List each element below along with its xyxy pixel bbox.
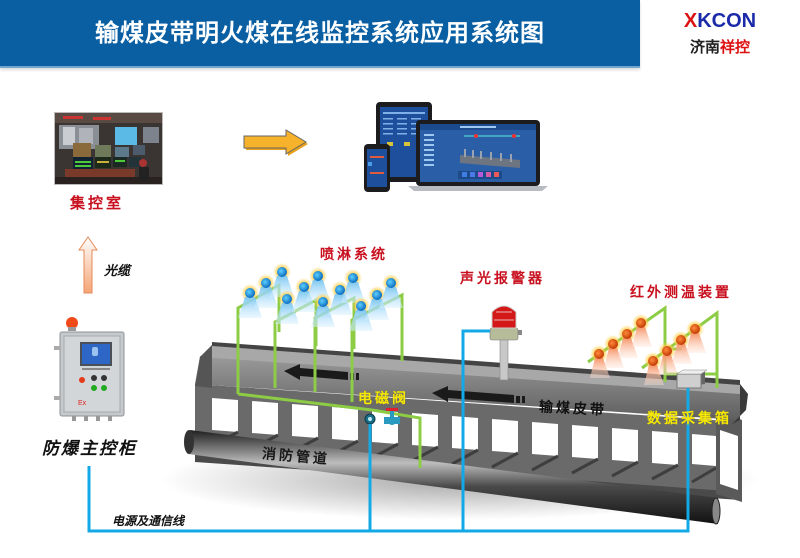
right-arrow-icon [243, 129, 308, 156]
logo-chinese: 济南祥控 [640, 36, 800, 57]
infrared-sensor [604, 335, 624, 368]
logo-cn-red: 祥控 [720, 38, 751, 56]
monitoring-devices-illustration [364, 102, 548, 192]
solenoid-valve-label: 电磁阀 [358, 391, 409, 407]
logo-kcon-text: KCON [697, 10, 757, 32]
explosion-proof-cabinet: Ex [54, 317, 125, 421]
control-room-photo [54, 112, 163, 185]
data-box-label: 数据采集箱 [647, 411, 732, 427]
spray-nozzle [311, 293, 335, 327]
solenoid-valve-icon [364, 408, 400, 425]
fire-pipe [188, 430, 718, 524]
spray-nozzle [306, 267, 330, 301]
beacon-light-icon [66, 317, 78, 329]
logo-cn-black: 济南 [689, 38, 720, 56]
infrared-sensor [618, 325, 638, 358]
infrared-sensor [686, 320, 706, 353]
logo-x-mark: X [683, 10, 698, 32]
power-communication-cables [87, 329, 690, 533]
infrared-sensor [644, 352, 664, 385]
sound-light-alarm [489, 305, 522, 381]
alarm-label: 声光报警器 [460, 271, 545, 287]
frame-windows [212, 398, 716, 466]
infrared-sensors [590, 314, 706, 385]
data-acquisition-box [676, 369, 708, 389]
up-arrow-icon [78, 236, 98, 294]
spray-nozzle [275, 290, 299, 324]
spray-nozzles [238, 263, 403, 331]
belt-lip [200, 345, 740, 394]
logo-english: XKCON [640, 10, 800, 33]
main-cabinet-label: 防爆主控柜 [42, 439, 137, 459]
conveyor-belt-label: 输煤皮带 [538, 399, 608, 419]
fiber-cable-label: 光缆 [104, 264, 131, 279]
infrared-label: 红外测温装置 [630, 285, 732, 301]
header-banner: 输煤皮带明火煤在线监控系统应用系统图 [0, 0, 640, 68]
infrared-sensor [632, 314, 652, 347]
control-room-label: 集控室 [70, 194, 125, 212]
spray-nozzle [379, 274, 403, 308]
infrared-sensor [672, 331, 692, 364]
infrared-sensor [658, 342, 678, 375]
belt-direction-arrow-right [432, 386, 525, 403]
company-logo: XKCON 济南祥控 [640, 0, 800, 66]
power-comm-line-label: 电源及通信线 [112, 514, 185, 528]
page-title: 输煤皮带明火煤在线监控系统应用系统图 [95, 19, 545, 47]
infrared-sensor [590, 345, 610, 378]
spray-system-label: 喷淋系统 [320, 247, 388, 263]
svg-text:Ex: Ex [78, 400, 87, 407]
